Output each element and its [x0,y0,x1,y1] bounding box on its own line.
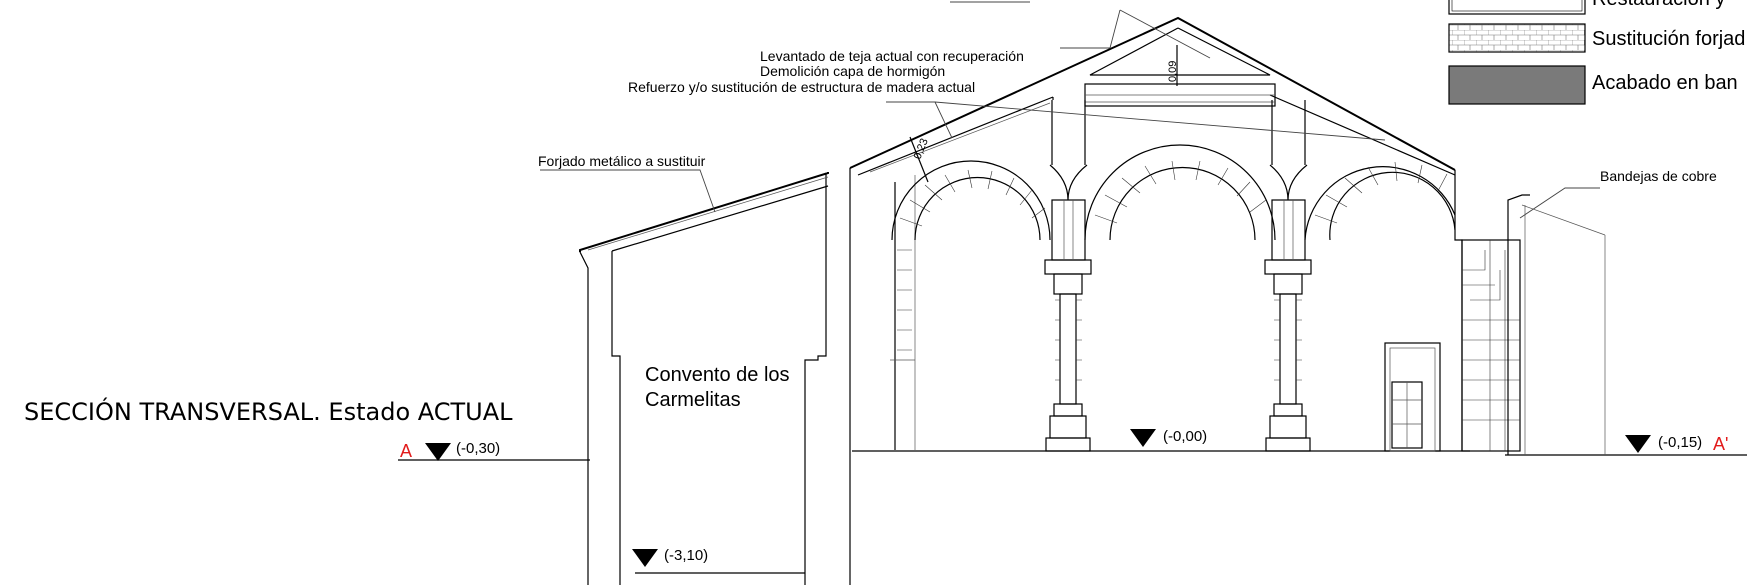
level-triangle-icon [425,443,451,461]
level-left-label: (-0,30) [456,440,500,457]
annotation-leaders [540,1,1600,219]
arches [891,144,1456,381]
room-label-line1: Convento de los [645,364,790,386]
legend-swatch-dark [1448,65,1586,105]
ridge-height-dim: 0,09 [1167,61,1179,82]
level-triangle-icon [1625,435,1651,453]
door [1384,342,1441,452]
level-basement-label: (-3,10) [664,547,708,564]
convent-building [579,168,851,585]
level-triangle-icon [1130,429,1156,447]
column-right [1264,100,1312,452]
roof-thickness-dim: 0,23 [912,137,931,161]
level-marker-left: (-0,30) [425,440,500,461]
roof-thickness-dimline [909,136,929,183]
annotation-roof-line1: Levantado de teja actual con recuperació… [760,48,1024,64]
level-right-label: (-0,15) [1658,434,1702,451]
legend-label-1: Restauración y [1592,0,1725,10]
section-mark-end: A' [1713,434,1728,454]
level-marker-right: (-0,15) [1625,434,1702,453]
level-marker-center: (-0,00) [1130,428,1207,447]
legend: Restauración y Sustitución forjad Acabad… [1448,0,1745,105]
church-section [849,16,1606,455]
annotation-roof-line3: Refuerzo y/o sustitución de estructura d… [628,79,975,95]
legend-label-3: Acabado en ban [1592,72,1738,94]
level-center-label: (-0,00) [1163,428,1207,445]
legend-label-2: Sustitución forjad [1592,28,1745,50]
legend-swatch-plain [1448,0,1586,15]
legend-item-sustitucion: Sustitución forjad [1448,23,1745,53]
annotation-roof-line2: Demolición capa de hormigón [760,63,945,79]
legend-item-acabado: Acabado en ban [1448,65,1738,105]
drawing-title: SECCIÓN TRANSVERSAL. Estado ACTUAL [24,396,513,426]
level-marker-basement: (-3,10) [632,547,708,567]
room-label-line2: Carmelitas [645,389,741,411]
annotation-bandejas: Bandejas de cobre [1600,168,1717,184]
legend-item-restauracion: Restauración y [1448,0,1725,15]
section-mark-start: A [400,441,412,461]
legend-swatch-grid [1448,23,1586,53]
annotation-forjado: Forjado metálico a sustituir [538,153,706,169]
column-left [1044,100,1092,452]
level-triangle-icon [632,549,658,567]
